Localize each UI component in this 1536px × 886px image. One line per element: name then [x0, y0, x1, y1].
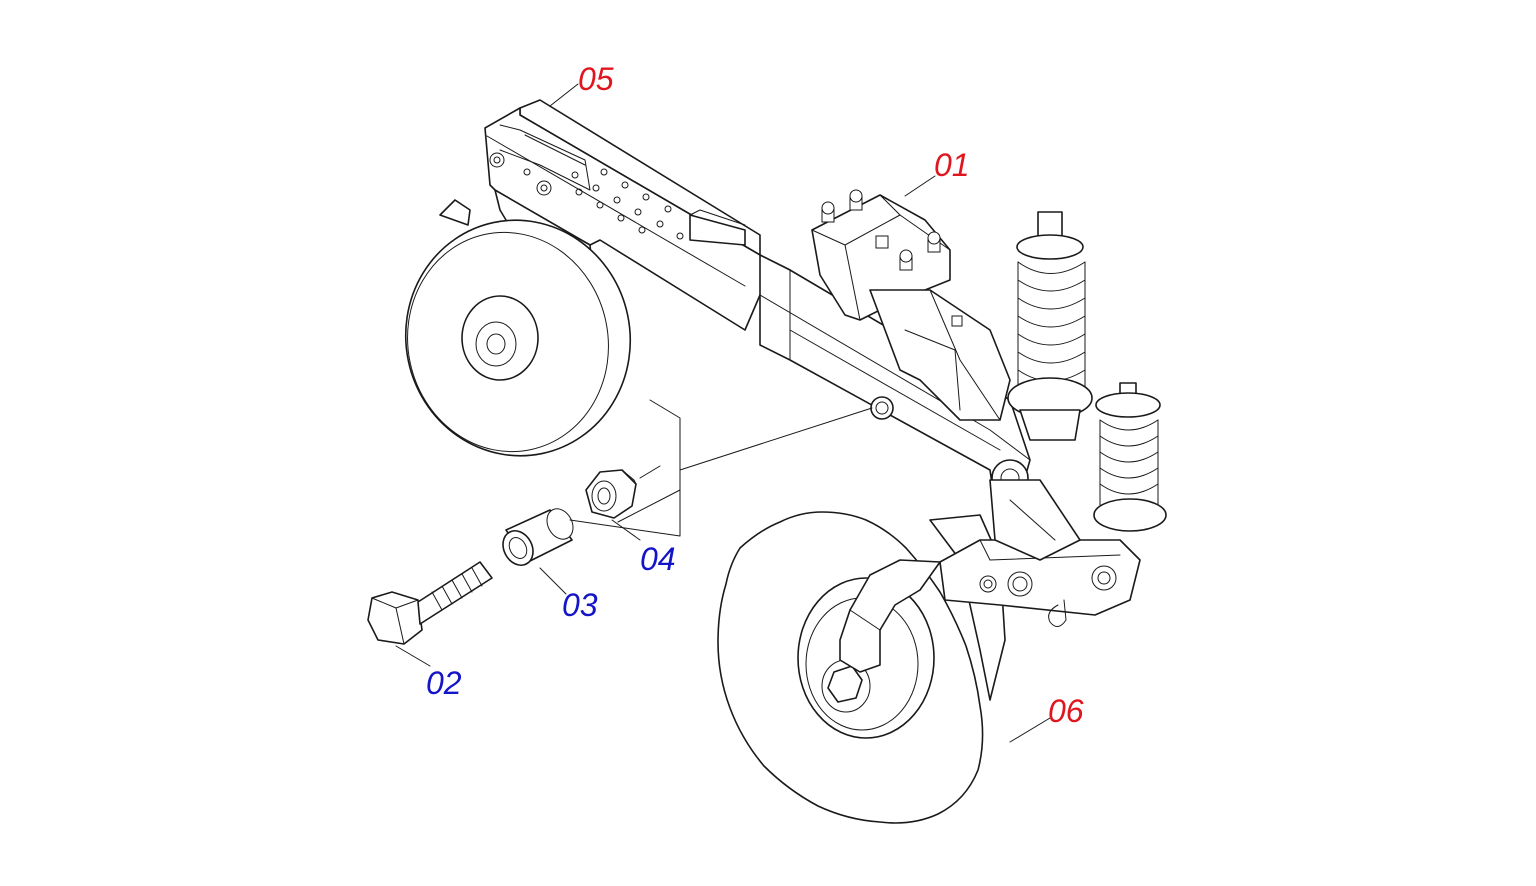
callout-03: 03 [562, 587, 598, 623]
nut-04 [585, 469, 637, 519]
scalloped-disc [717, 479, 1141, 824]
callout-05: 05 [578, 61, 614, 97]
assembly-axis-lines [569, 399, 873, 537]
leader-lines [395, 83, 1051, 743]
bolt-02 [367, 561, 493, 645]
spring-large [1007, 211, 1093, 441]
spring-small [1093, 382, 1167, 532]
callout-04: 04 [640, 541, 676, 577]
callout-02: 02 [426, 665, 462, 701]
clamp-bracket [811, 189, 1011, 421]
bushing-03 [502, 508, 574, 566]
callout-01: 01 [934, 147, 970, 183]
front-disc [404, 199, 632, 457]
callout-06: 06 [1048, 693, 1084, 729]
